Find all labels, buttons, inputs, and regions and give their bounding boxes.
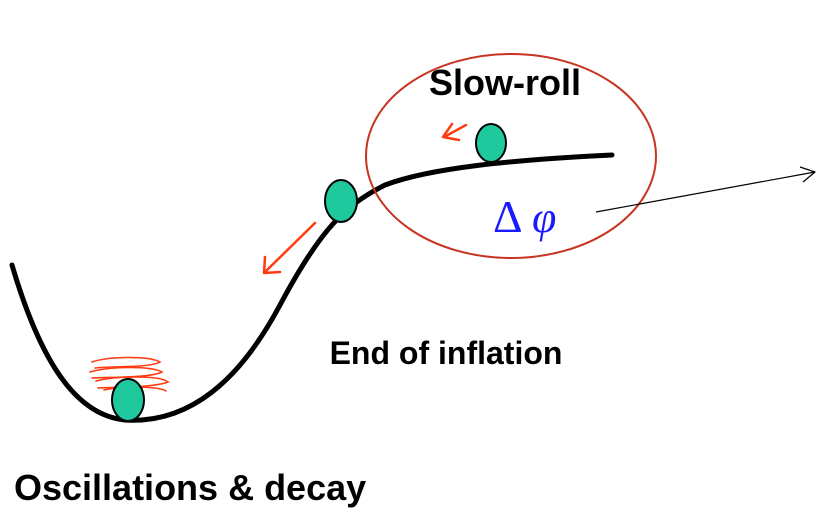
- slow-roll-motion-arrow: [442, 123, 468, 139]
- oscillations-decay-label: Oscillations & decay: [14, 467, 366, 508]
- ball-slow-roll: [475, 123, 507, 163]
- end-of-inflation-label: End of inflation: [330, 335, 563, 371]
- delta-phi-pointer-arrowhead: [799, 166, 816, 183]
- roll-down-motion-arrow: [263, 221, 317, 274]
- slow-roll-label: Slow-roll: [429, 62, 581, 103]
- delta-symbol: Δ: [493, 191, 523, 242]
- slow-roll-motion-arrowhead: [441, 122, 461, 142]
- delta-phi-pointer-arrow: [595, 171, 816, 213]
- ball-bottom: [111, 378, 145, 422]
- ball-mid-slope: [324, 179, 358, 223]
- slow-roll-region-circle: [365, 53, 657, 259]
- phi-symbol: φ: [532, 193, 556, 242]
- roll-down-motion-arrowhead: [262, 255, 282, 275]
- potential-curve: [9, 152, 615, 423]
